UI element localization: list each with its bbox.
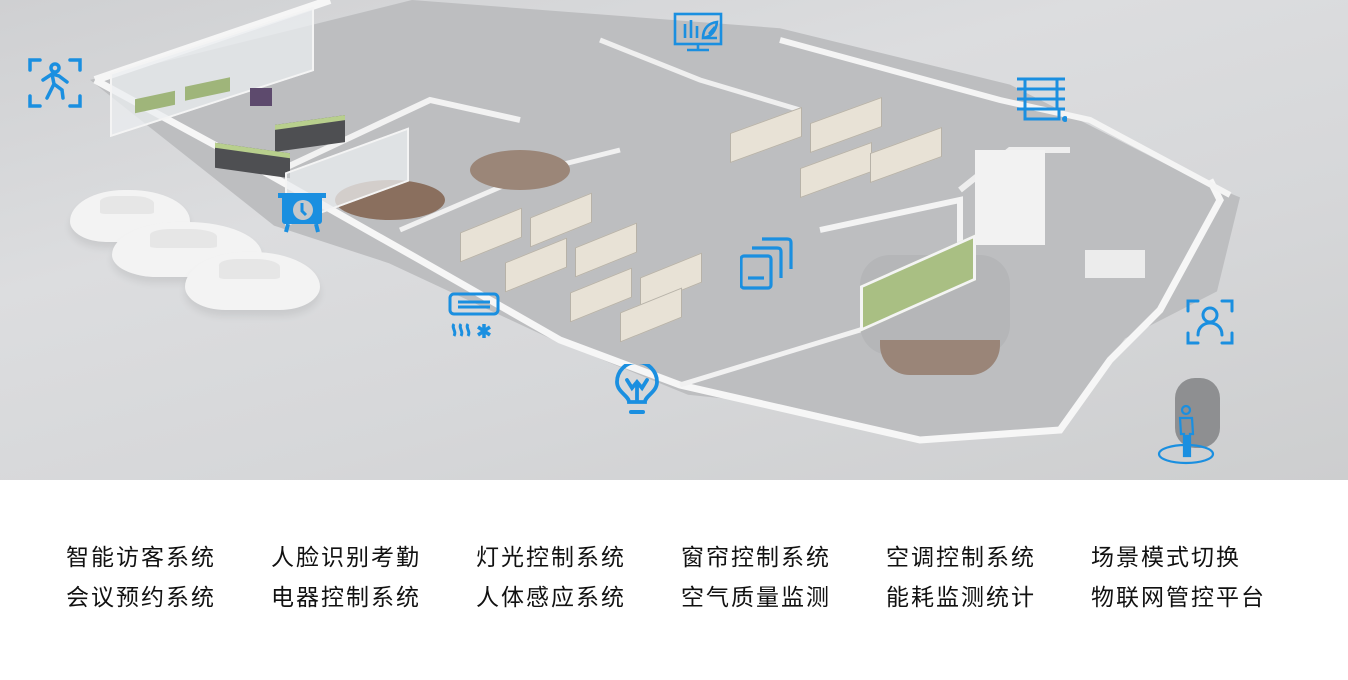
- lounge-sofa: [1085, 250, 1145, 278]
- parked-car: [185, 252, 320, 310]
- feature-label: 人体感应系统: [476, 585, 626, 611]
- visitor-scan-icon: [28, 56, 82, 110]
- feature-label: 灯光控制系统: [476, 545, 626, 571]
- energy-monitor-icon: [673, 12, 723, 54]
- feature-label: 物联网管控平台: [1091, 585, 1266, 611]
- body-sensor-icon: [1157, 404, 1217, 466]
- feature-label: 窗帘控制系统: [681, 545, 831, 571]
- reception-counter: [880, 340, 1000, 375]
- reception-desk: [470, 150, 570, 190]
- feature-label: 场景模式切换: [1091, 545, 1241, 571]
- feature-label: 空气质量监测: [681, 585, 831, 611]
- appliance-icon: [740, 236, 794, 290]
- feature-label: 电器控制系统: [271, 585, 421, 611]
- curtain-icon: [1015, 76, 1067, 124]
- feature-label: 能耗监测统计: [886, 585, 1036, 611]
- feature-label: 智能访客系统: [66, 545, 216, 571]
- light-bulb-icon: [614, 364, 660, 416]
- air-conditioner-icon: [448, 292, 500, 346]
- office-floorplan-image: [0, 0, 1348, 480]
- face-recognition-icon: [1186, 297, 1234, 347]
- meeting-screen-icon: [278, 190, 326, 236]
- feature-label: 空调控制系统: [886, 545, 1036, 571]
- tv-screen: [250, 88, 272, 106]
- feature-label: 会议预约系统: [66, 585, 216, 611]
- feature-list: 智能访客系统 人脸识别考勤 灯光控制系统 窗帘控制系统 空调控制系统 场景模式切…: [0, 480, 1348, 680]
- feature-label: 人脸识别考勤: [271, 545, 421, 571]
- elevator-shaft: [975, 150, 1045, 245]
